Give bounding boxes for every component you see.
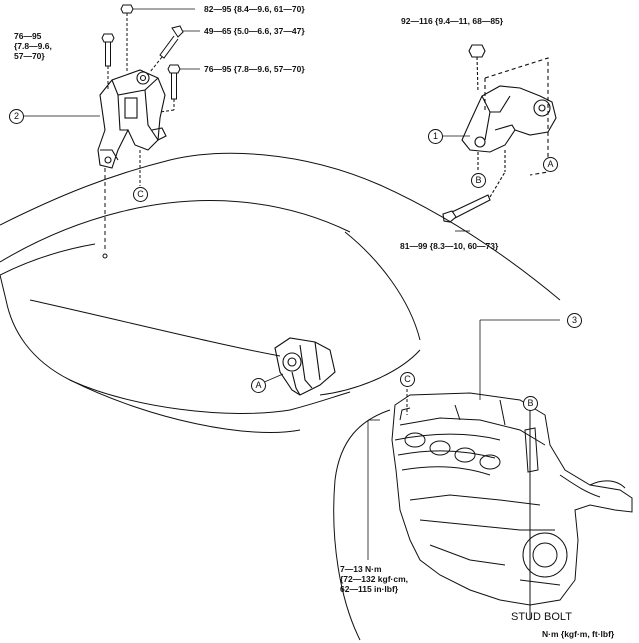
torque-label-right-bottom: 81—99 {8.3—10, 60—73} bbox=[400, 241, 499, 251]
torque-label-left-line3: 57—70} bbox=[14, 51, 45, 61]
torque-label-mid2: 76—95 {7.8—9.6, 57—70} bbox=[204, 64, 305, 74]
bracket-bolts bbox=[101, 4, 184, 259]
callout-a-mount: A bbox=[543, 157, 558, 172]
callout-3: 3 bbox=[567, 313, 582, 328]
callout-a-lower: A bbox=[251, 378, 266, 393]
torque-label-left-line1: 76—95 bbox=[14, 31, 42, 41]
callout-c-bracket: C bbox=[133, 187, 148, 202]
engine-assembly bbox=[391, 384, 633, 620]
stud-bolt-label: STUD BOLT bbox=[511, 611, 572, 623]
engine-mount-bracket bbox=[97, 69, 167, 169]
torque-label-stud-line2: {72—132 kgf·cm, bbox=[340, 574, 409, 584]
torque-label-mid: 49—65 {5.0—6.6, 37—47} bbox=[204, 26, 305, 36]
callout-2: 2 bbox=[9, 109, 24, 124]
torque-label-stud-line1: 7—13 N·m bbox=[340, 564, 382, 574]
label-leaders bbox=[24, 8, 560, 560]
callout-b-engine: B bbox=[523, 396, 538, 411]
transaxle-mount bbox=[442, 44, 557, 223]
vehicle-body-outline bbox=[0, 152, 561, 641]
units-label: N·m {kgf·m, ft·lbf} bbox=[542, 629, 615, 639]
torque-label-stud: 7—13 N·m {72—132 kgf·cm, 62—115 in·lbf} bbox=[340, 564, 408, 594]
lower-mount bbox=[261, 337, 336, 396]
torque-label-stud-line3: 62—115 in·lbf} bbox=[340, 584, 399, 594]
callout-b-mount: B bbox=[471, 173, 486, 188]
torque-label-top: 82—95 {8.4—9.6, 61—70} bbox=[204, 4, 305, 14]
callout-1: 1 bbox=[428, 129, 443, 144]
callout-c-engine: C bbox=[400, 372, 415, 387]
torque-label-right-top: 92—116 {9.4—11, 68—85} bbox=[401, 16, 504, 26]
torque-label-left: 76—95 {7.8—9.6, 57—70} bbox=[14, 31, 52, 61]
torque-label-left-line2: {7.8—9.6, bbox=[14, 41, 52, 51]
